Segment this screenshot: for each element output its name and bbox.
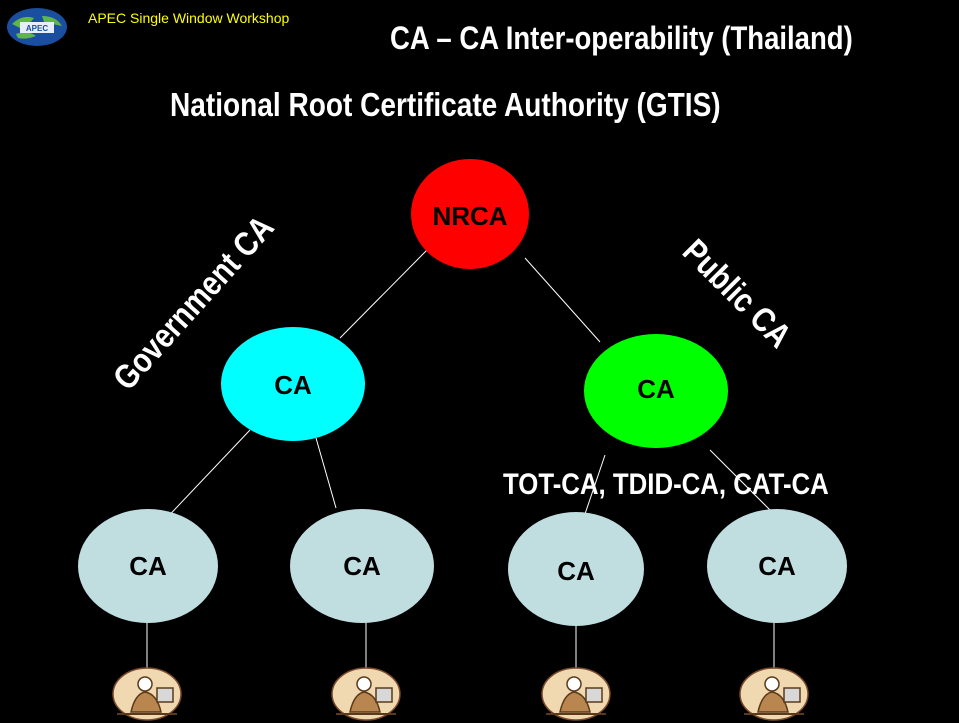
leaf-ca-4: CA [707,509,847,623]
logo-text: APEC [26,24,48,33]
node-government-ca: CA [221,327,365,441]
node-nrca: NRCA [411,159,529,269]
public-ca-members: TOT-CA, TDID-CA, CAT-CA [503,468,829,501]
leaf-ca-1: CA [78,509,218,623]
connector-lines [146,249,781,670]
person-at-computer-icon [331,667,401,721]
leaf-ca-4-label: CA [758,551,796,581]
leaf-ca-3: CA [508,512,644,626]
page-title: CA – CA Inter-operability (Thailand) [390,20,853,56]
person-at-computer-icon [112,667,182,721]
workshop-label: APEC Single Window Workshop [88,10,290,26]
person-at-computer-icon [739,667,809,721]
person-at-computer-icon [541,667,611,721]
leaf-ca-2-label: CA [343,551,381,581]
leaf-ca-2: CA [290,509,434,623]
diagram-subtitle: National Root Certificate Authority (GTI… [170,86,721,123]
leaf-ca-3-label: CA [557,556,595,586]
node-public-ca: CA [584,334,728,448]
leaf-ca-1-label: CA [129,551,167,581]
node-nrca-label: NRCA [432,201,507,231]
apec-logo: APEC [7,8,67,46]
node-government-ca-label: CA [274,370,312,400]
node-public-ca-label: CA [637,374,675,404]
